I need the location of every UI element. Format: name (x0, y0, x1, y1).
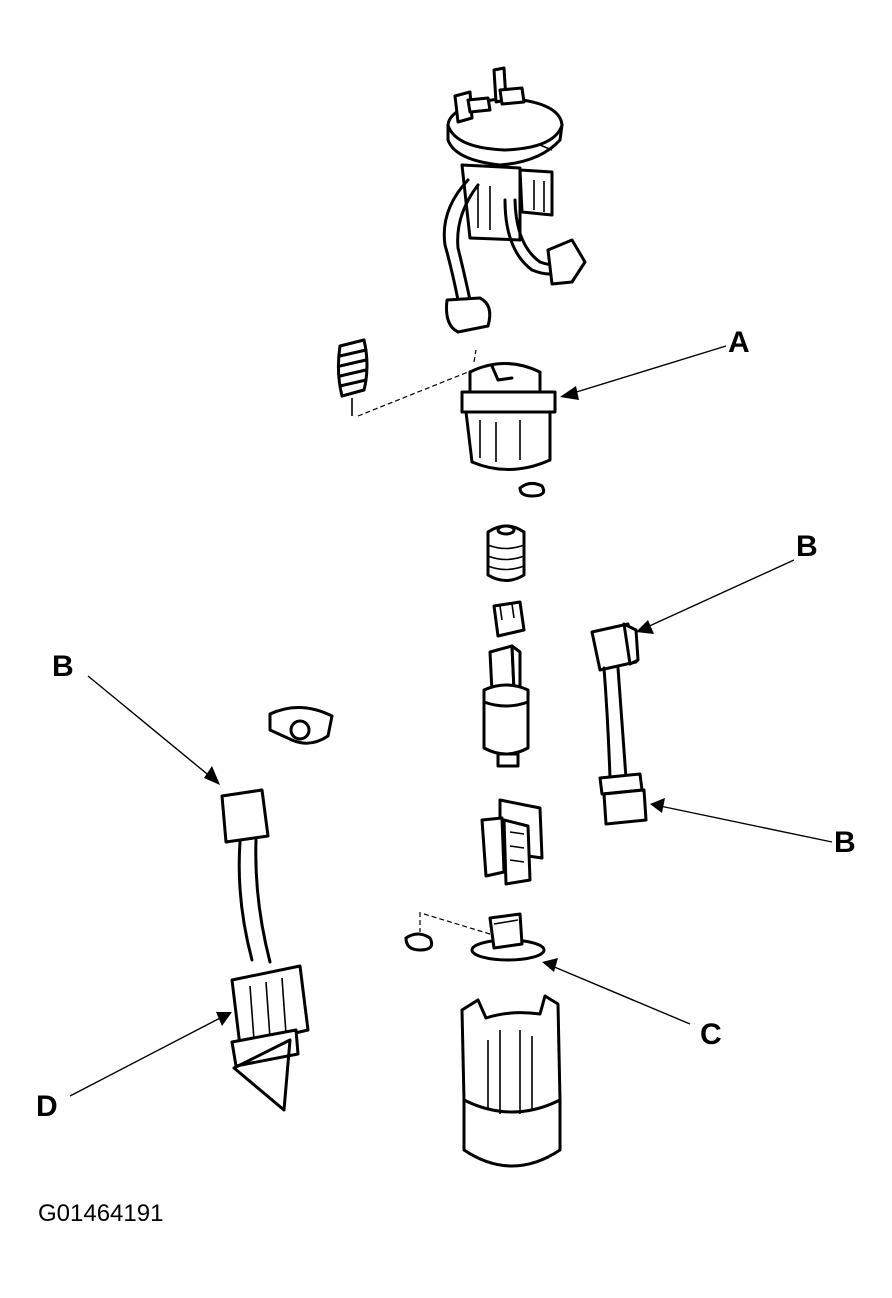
callout-b-left: B (52, 650, 74, 683)
callout-d: D (36, 1090, 58, 1123)
figure-id: G01464191 (38, 1200, 164, 1227)
retaining-clip-a (518, 481, 546, 498)
right-wiring-harness (590, 622, 648, 826)
callout-b-right-top: B (796, 530, 818, 563)
alignment-line-spring (357, 349, 477, 417)
reservoir-cup (460, 994, 562, 1168)
pump-bracket (480, 798, 544, 886)
left-wiring-harness (220, 788, 310, 1112)
leader-line-d (69, 1012, 232, 1097)
pump-connector-cap (492, 600, 526, 638)
mounting-flange-assembly (442, 66, 587, 334)
rubber-cushion (486, 524, 526, 582)
callout-c: C (700, 1018, 722, 1051)
hose-clamp (268, 705, 334, 745)
leader-line-b-right-bottom (650, 798, 833, 843)
fuel-pump-motor (482, 644, 530, 768)
leader-line-a (560, 345, 727, 400)
leader-line-b-left (87, 675, 220, 785)
pressure-spring (336, 338, 369, 416)
callout-b-right-bottom: B (834, 826, 856, 859)
leader-line-b-right-top (636, 559, 795, 634)
leader-line-c (542, 958, 691, 1025)
part-c-filter (470, 912, 546, 962)
part-a-housing (460, 362, 557, 471)
callout-a: A (728, 326, 750, 359)
retaining-clip-c (404, 932, 434, 952)
alignment-line-filter (419, 912, 491, 935)
